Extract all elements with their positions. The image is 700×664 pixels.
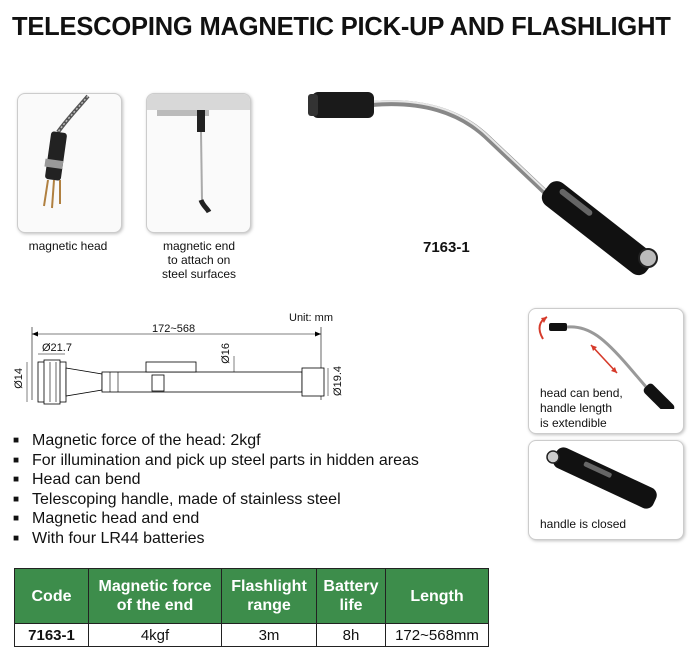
product-photo <box>308 92 658 276</box>
head-bend-image <box>538 316 675 409</box>
cell-battery-life: 8h <box>316 623 386 647</box>
dim-tip-diameter: Ø14 <box>13 368 25 389</box>
magnetic-end-image <box>147 94 250 214</box>
caption-line: is extendible <box>540 416 607 430</box>
page-title: TELESCOPING MAGNETIC PICK-UP AND FLASHLI… <box>12 13 671 41</box>
feature-item: ■Magnetic head and end <box>13 510 200 527</box>
cell-flashlight-range: 3m <box>221 623 317 647</box>
caption-magnetic-end: magnetic end to attach on steel surfaces <box>161 239 237 281</box>
photo-magnetic-head <box>17 93 122 233</box>
feature-item: ■For illumination and pick up steel part… <box>13 451 419 469</box>
caption-line: head can bend, <box>540 386 623 400</box>
feature-item: ■Telescoping handle, made of stainless s… <box>13 490 341 508</box>
unit-label: Unit: mm <box>289 312 333 324</box>
panel-head-bend: head can bend, handle length is extendib… <box>528 308 684 434</box>
caption-line: handle length <box>540 401 613 415</box>
photo-magnetic-end <box>146 93 251 233</box>
model-label: 7163-1 <box>423 239 470 256</box>
panel-handle-closed: handle is closed <box>528 440 684 540</box>
feature-item: ■Head can bend <box>13 471 141 488</box>
magnetic-head-image <box>43 94 90 209</box>
dim-length: 172~568 <box>152 323 196 335</box>
feature-item: ■Magnetic force of the head: 2kgf <box>13 432 261 449</box>
cell-length: 172~568mm <box>385 623 489 647</box>
cell-code: 7163-1 <box>14 623 89 647</box>
feature-list: ■Magnetic force of the head: 2kgf ■For i… <box>13 431 419 548</box>
technical-drawing <box>26 327 329 405</box>
dim-handle-diameter: Ø19.4 <box>332 366 344 396</box>
cell-magnetic-force: 4kgf <box>88 623 222 647</box>
feature-item: ■With four LR44 batteries <box>13 529 205 547</box>
caption-handle-closed: handle is closed <box>540 517 627 531</box>
caption-magnetic-head: magnetic head <box>28 239 108 253</box>
table-row: 7163-1 4kgf 3m 8h 172~568mm <box>14 623 489 647</box>
dim-head-diameter: Ø21.7 <box>42 342 72 354</box>
handle-closed-image <box>546 447 657 509</box>
header-code: Code <box>14 568 89 624</box>
dim-tube-diameter: Ø16 <box>220 343 232 364</box>
header-length: Length <box>385 568 489 624</box>
